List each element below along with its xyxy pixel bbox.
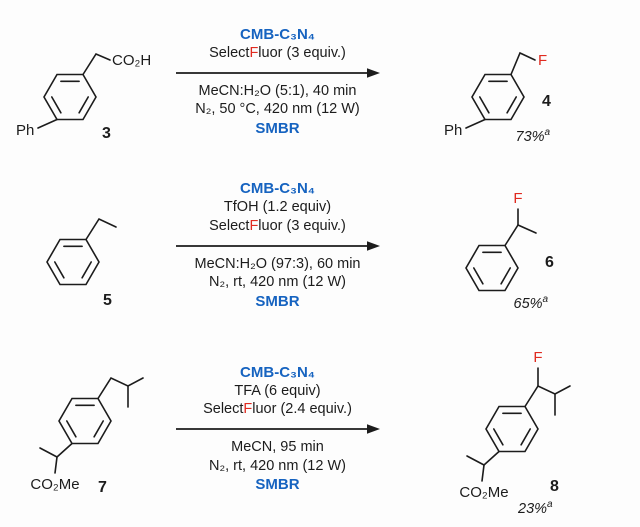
reaction-arrow [176,240,380,251]
isobutyl-bonds [96,376,144,408]
phenyl-label: Ph [16,122,34,139]
reactor-label: SMBR [255,292,300,310]
conditions-2: CMB-C₃N₄ TfOH (1.2 equiv) SelectFluor (3… [170,179,385,311]
selectfluor-post: luor (3 equiv.) [258,217,346,234]
reaction-arrow [176,67,380,78]
compound-number-3: 3 [102,125,111,142]
propanoate-bonds [466,450,500,482]
compound-number-7: 7 [98,479,107,496]
selectfluor-f: F [249,45,259,62]
benzene-ring [470,73,525,120]
structure-fluoromethyl-biphenyl: F Ph 4 [444,51,551,139]
propanoate-bonds [38,442,73,474]
substituent-bonds [464,51,536,129]
compound-number-8: 8 [550,478,559,495]
conditions-3: CMB-C₃N₄ TFA (6 equiv) SelectFluor (2.4 … [170,363,385,495]
product-8: F CO₂Me 8 23%a [385,341,640,517]
structure-biphenylacetic-acid: CO₂H Ph 3 [16,52,151,142]
yield-footnote: a [542,293,549,305]
selectfluor-post: luor (3 equiv.) [258,45,346,62]
fluoro-isobutyl-bonds [524,367,571,416]
reaction-1: CO₂H Ph 3 CMB-C₃N₄ SelectFluor (3 equiv.… [0,4,640,159]
ester-label: CO₂Me [30,476,79,493]
selectfluor-f: F [249,217,259,234]
substrate-7: CO₂Me 7 [0,349,170,509]
benzene-ring [43,73,97,120]
catalyst-label: CMB-C₃N₄ [240,363,315,381]
selectfluor-label: SelectFluor (3 equiv.) [209,217,346,236]
carboxylic-acid-label: CO₂H [112,52,151,69]
substituent-bonds [503,207,537,246]
product-4-wrap: F Ph 4 73%a [438,12,588,152]
fluorine-label: F [513,190,522,207]
reaction-arrow [176,424,380,434]
product-6-wrap: F 6 65%a [448,173,578,318]
atmosphere-line: N₂, rt, 420 nm (12 W) [209,274,346,291]
selectfluor-label: SelectFluor (2.4 equiv.) [203,400,352,419]
selectfluor-pre: Select [209,45,250,62]
product-4: F Ph 4 73%a [385,12,640,152]
yield-value: 73% [515,128,545,145]
structure-fluorinated-ibuprofen-ester: F CO₂Me 8 [459,349,571,501]
product-8-wrap: F CO₂Me 8 23%a [430,341,595,517]
reaction-3: CO₂Me 7 CMB-C₃N₄ TFA (6 equiv) SelectFlu… [0,331,640,526]
structure-ethylbenzene: 5 [46,217,117,309]
structure-ibuprofen-methyl-ester: CO₂Me 7 [30,376,144,496]
catalyst-label: CMB-C₃N₄ [240,25,315,43]
selectfluor-pre: Select [203,401,244,418]
solvent-line: MeCN, 95 min [231,439,324,455]
yield-label: 73%a [516,127,551,145]
benzene-ring [464,244,519,291]
product-6: F 6 65%a [385,173,640,318]
substrate-5: 5 [0,180,170,310]
conditions-1: CMB-C₃N₄ SelectFluor (3 equiv.) MeCN:H₂O… [170,25,385,138]
solvent-line: MeCN:H₂O (5:1), 40 min [198,82,357,99]
compound-number-5: 5 [103,292,112,309]
yield-footnote: a [547,499,553,510]
reaction-2: 5 CMB-C₃N₄ TfOH (1.2 equiv) SelectFluor … [0,159,640,331]
substrate-3: CO₂H Ph 3 [0,12,170,152]
phenyl-label: Ph [444,122,462,139]
atmosphere-line: N₂, rt, 420 nm (12 W) [209,457,346,474]
atmosphere-line: N₂, 50 °C, 420 nm (12 W) [195,101,360,118]
ethyl-bonds [85,217,117,241]
catalyst-label: CMB-C₃N₄ [240,180,315,198]
yield-label: 23%a [518,499,553,517]
yield-label: 65%a [514,294,549,312]
benzene-ring [57,397,112,444]
structure-1-fluoroethylbenzene: F 6 [464,190,554,291]
substituent-bonds [37,52,111,129]
solvent-line: MeCN:H₂O (97:3), 60 min [194,255,361,272]
fluorine-label: F [538,52,547,69]
yield-footnote: a [544,126,551,138]
selectfluor-pre: Select [209,217,250,234]
acid-label: TFA (6 equiv) [234,382,321,399]
ester-label: CO₂Me [459,484,508,501]
selectfluor-f: F [243,401,253,418]
yield-value: 23% [518,500,548,517]
yield-value: 65% [513,295,543,312]
selectfluor-label: SelectFluor (3 equiv.) [209,44,346,63]
compound-number-6: 6 [545,254,554,271]
selectfluor-post: luor (2.4 equiv.) [252,401,352,418]
reactor-label: SMBR [255,119,300,137]
compound-number-4: 4 [542,93,551,110]
acid-label: TfOH (1.2 equiv) [223,199,332,216]
benzene-ring [485,405,539,453]
fluorine-label: F [533,349,542,366]
benzene-ring [46,238,100,286]
reactor-label: SMBR [255,476,300,494]
